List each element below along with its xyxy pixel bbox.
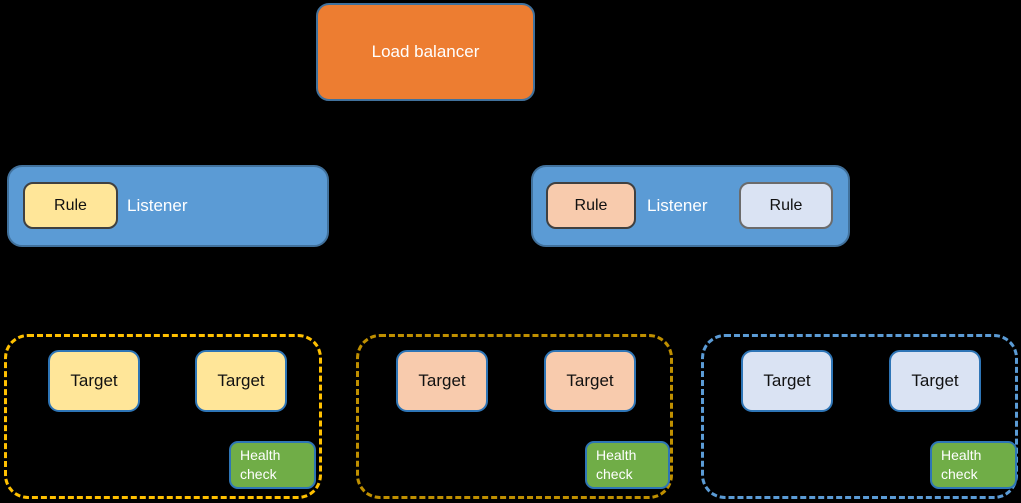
target-node: Target: [544, 350, 636, 412]
rule-node-lightblue: Rule: [739, 182, 833, 229]
health-check-node: Health check: [585, 441, 670, 489]
target-node: Target: [741, 350, 833, 412]
target-node: Target: [48, 350, 140, 412]
health-check-node: Health check: [229, 441, 316, 489]
listener-node-1: Rule Listener: [7, 165, 329, 247]
target-group-3: Target Target Health check: [701, 334, 1018, 499]
target-node: Target: [889, 350, 981, 412]
listener-label: Listener: [127, 196, 188, 215]
target-node: Target: [396, 350, 488, 412]
listener-label: Listener: [647, 196, 708, 215]
rule-node-yellow: Rule: [23, 182, 118, 229]
target-node: Target: [195, 350, 287, 412]
target-group-1: Target Target Health check: [4, 334, 322, 499]
listener-node-2: Rule Listener Rule: [531, 165, 850, 247]
load-balancer-node: Load balancer: [316, 3, 535, 101]
health-check-node: Health check: [930, 441, 1017, 489]
target-group-2: Target Target Health check: [356, 334, 673, 499]
rule-node-salmon: Rule: [546, 182, 636, 229]
